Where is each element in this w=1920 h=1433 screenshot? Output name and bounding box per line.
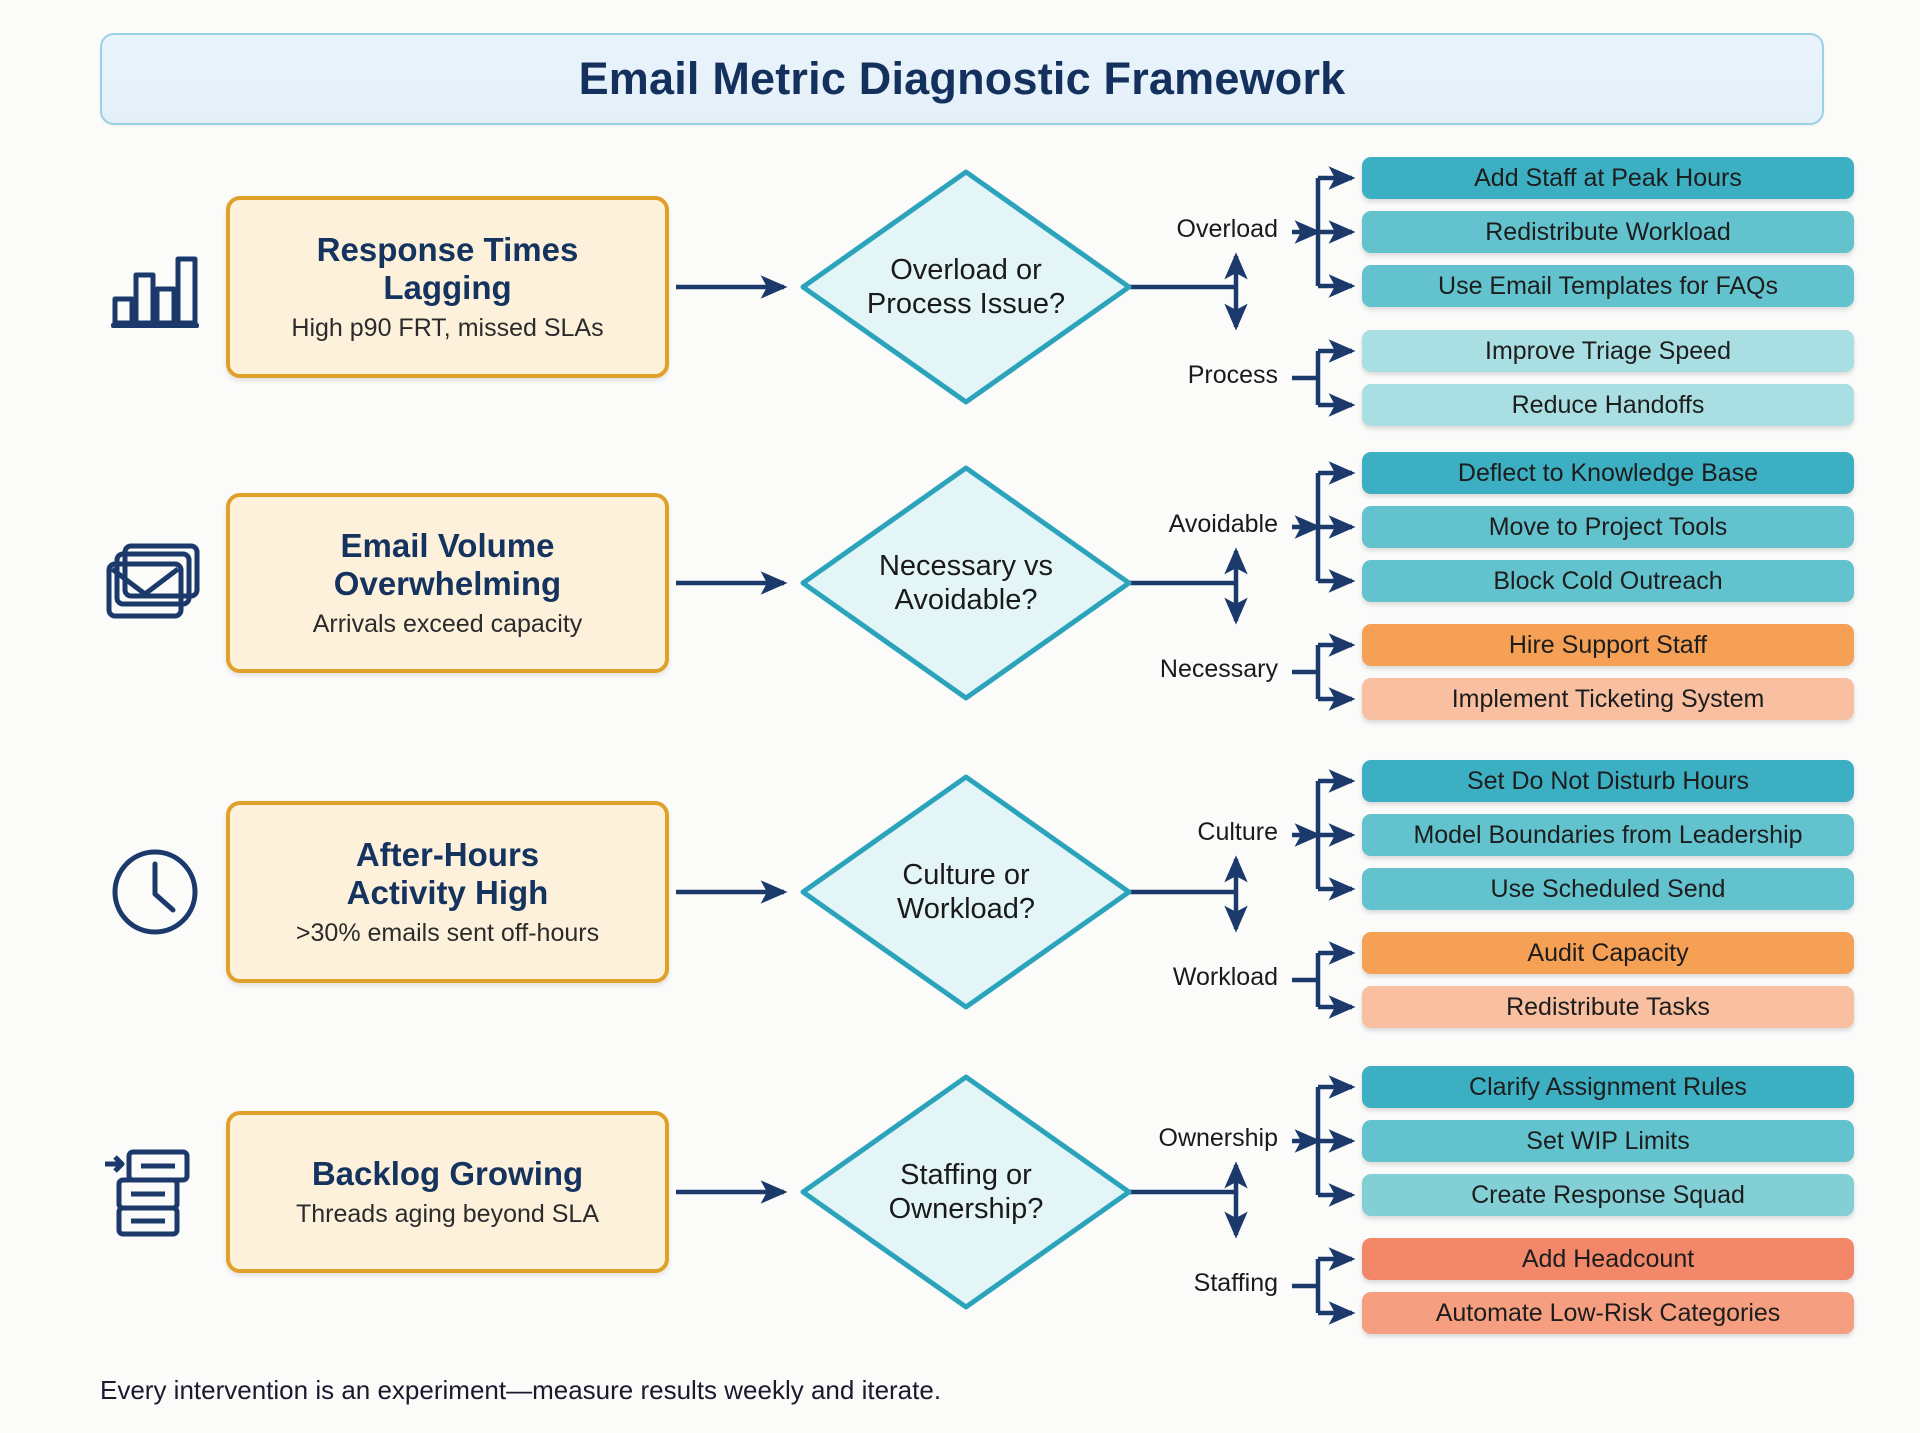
action-label: Block Cold Outreach	[1493, 566, 1723, 595]
action-box[interactable]: Hire Support Staff	[1362, 624, 1854, 666]
problem-subtitle: Arrivals exceed capacity	[312, 610, 583, 639]
action-label: Clarify Assignment Rules	[1469, 1072, 1747, 1101]
action-box[interactable]: Implement Ticketing System	[1362, 678, 1854, 720]
action-label: Add Staff at Peak Hours	[1474, 163, 1742, 192]
row-icon-1	[95, 227, 215, 347]
diamond-shape	[800, 774, 1132, 1010]
action-label: Set Do Not Disturb Hours	[1466, 766, 1750, 795]
branch-label: Staffing	[1193, 1269, 1278, 1297]
action-box[interactable]: Add Staff at Peak Hours	[1362, 157, 1854, 199]
problem-title-line1: Backlog Growing	[311, 1154, 584, 1192]
action-box[interactable]: Reduce Handoffs	[1362, 384, 1854, 426]
diamond-shape	[800, 465, 1132, 701]
bar-chart-icon	[111, 256, 199, 328]
action-box[interactable]: Redistribute Workload	[1362, 211, 1854, 253]
action-label: Move to Project Tools	[1488, 512, 1728, 541]
footer-note: Every intervention is an experiment—meas…	[100, 1375, 942, 1405]
action-label: Reduce Handoffs	[1511, 390, 1705, 419]
action-label: Automate Low-Risk Categories	[1435, 1298, 1781, 1327]
action-label: Redistribute Tasks	[1506, 992, 1710, 1021]
problem-title-line2: Overwhelming	[333, 565, 562, 602]
problem-title-line1: After-Hours	[355, 835, 540, 873]
backlog-stack-icon	[105, 1149, 190, 1237]
action-box[interactable]: Create Response Squad	[1362, 1174, 1854, 1216]
action-label: Improve Triage Speed	[1485, 336, 1731, 365]
action-label: Model Boundaries from Leadership	[1413, 820, 1803, 849]
action-label: Redistribute Workload	[1485, 217, 1731, 246]
action-box[interactable]: Redistribute Tasks	[1362, 986, 1854, 1028]
action-label: Add Headcount	[1521, 1244, 1695, 1273]
branch-label: Overload	[1176, 215, 1278, 243]
action-box[interactable]: Add Headcount	[1362, 1238, 1854, 1280]
row-icon-4	[95, 1132, 215, 1252]
action-box[interactable]: Use Scheduled Send	[1362, 868, 1854, 910]
problem-title-line1: Email Volume	[340, 526, 555, 564]
action-box[interactable]: Move to Project Tools	[1362, 506, 1854, 548]
problem-subtitle: >30% emails sent off-hours	[295, 919, 600, 948]
diamond-shape	[800, 1074, 1132, 1310]
page-title-banner: Email Metric Diagnostic Framework	[100, 33, 1824, 125]
action-box[interactable]: Automate Low-Risk Categories	[1362, 1292, 1854, 1334]
action-box[interactable]: Deflect to Knowledge Base	[1362, 452, 1854, 494]
problem-subtitle: High p90 FRT, missed SLAs	[291, 314, 604, 343]
problem-subtitle: Threads aging beyond SLA	[296, 1200, 599, 1229]
action-box[interactable]: Audit Capacity	[1362, 932, 1854, 974]
action-box[interactable]: Set WIP Limits	[1362, 1120, 1854, 1162]
problem-title: Backlog Growing	[312, 1155, 583, 1193]
action-label: Implement Ticketing System	[1451, 684, 1765, 713]
branch-label: Process	[1187, 361, 1278, 389]
action-label: Hire Support Staff	[1508, 630, 1708, 659]
action-label: Deflect to Knowledge Base	[1457, 458, 1759, 487]
action-label: Create Response Squad	[1471, 1180, 1745, 1209]
action-box[interactable]: Improve Triage Speed	[1362, 330, 1854, 372]
clock-icon	[112, 849, 198, 935]
action-label: Use Email Templates for FAQs	[1438, 271, 1778, 300]
problem-title-line2: Lagging	[383, 269, 512, 306]
action-box[interactable]: Set Do Not Disturb Hours	[1362, 760, 1854, 802]
branch-label: Ownership	[1158, 1124, 1279, 1152]
action-label: Use Scheduled Send	[1490, 874, 1726, 903]
row-icon-3	[95, 832, 215, 952]
diamond-shape	[800, 169, 1132, 405]
action-label: Audit Capacity	[1527, 938, 1689, 967]
stacked-envelopes-icon	[106, 543, 200, 619]
action-label: Set WIP Limits	[1526, 1126, 1690, 1155]
branch-label: Necessary	[1159, 655, 1278, 683]
action-box[interactable]: Model Boundaries from Leadership	[1362, 814, 1854, 856]
branch-label: Workload	[1172, 963, 1278, 991]
action-box[interactable]: Block Cold Outreach	[1362, 560, 1854, 602]
row-icon-2	[95, 523, 215, 643]
problem-title-line1: Response Times	[316, 230, 579, 268]
action-box[interactable]: Use Email Templates for FAQs	[1362, 265, 1854, 307]
branch-label: Culture	[1197, 818, 1278, 846]
branch-label: Avoidable	[1168, 510, 1278, 538]
page-title: Email Metric Diagnostic Framework	[578, 53, 1346, 104]
problem-title-line2: Activity High	[346, 874, 549, 911]
action-box[interactable]: Clarify Assignment Rules	[1362, 1066, 1854, 1108]
